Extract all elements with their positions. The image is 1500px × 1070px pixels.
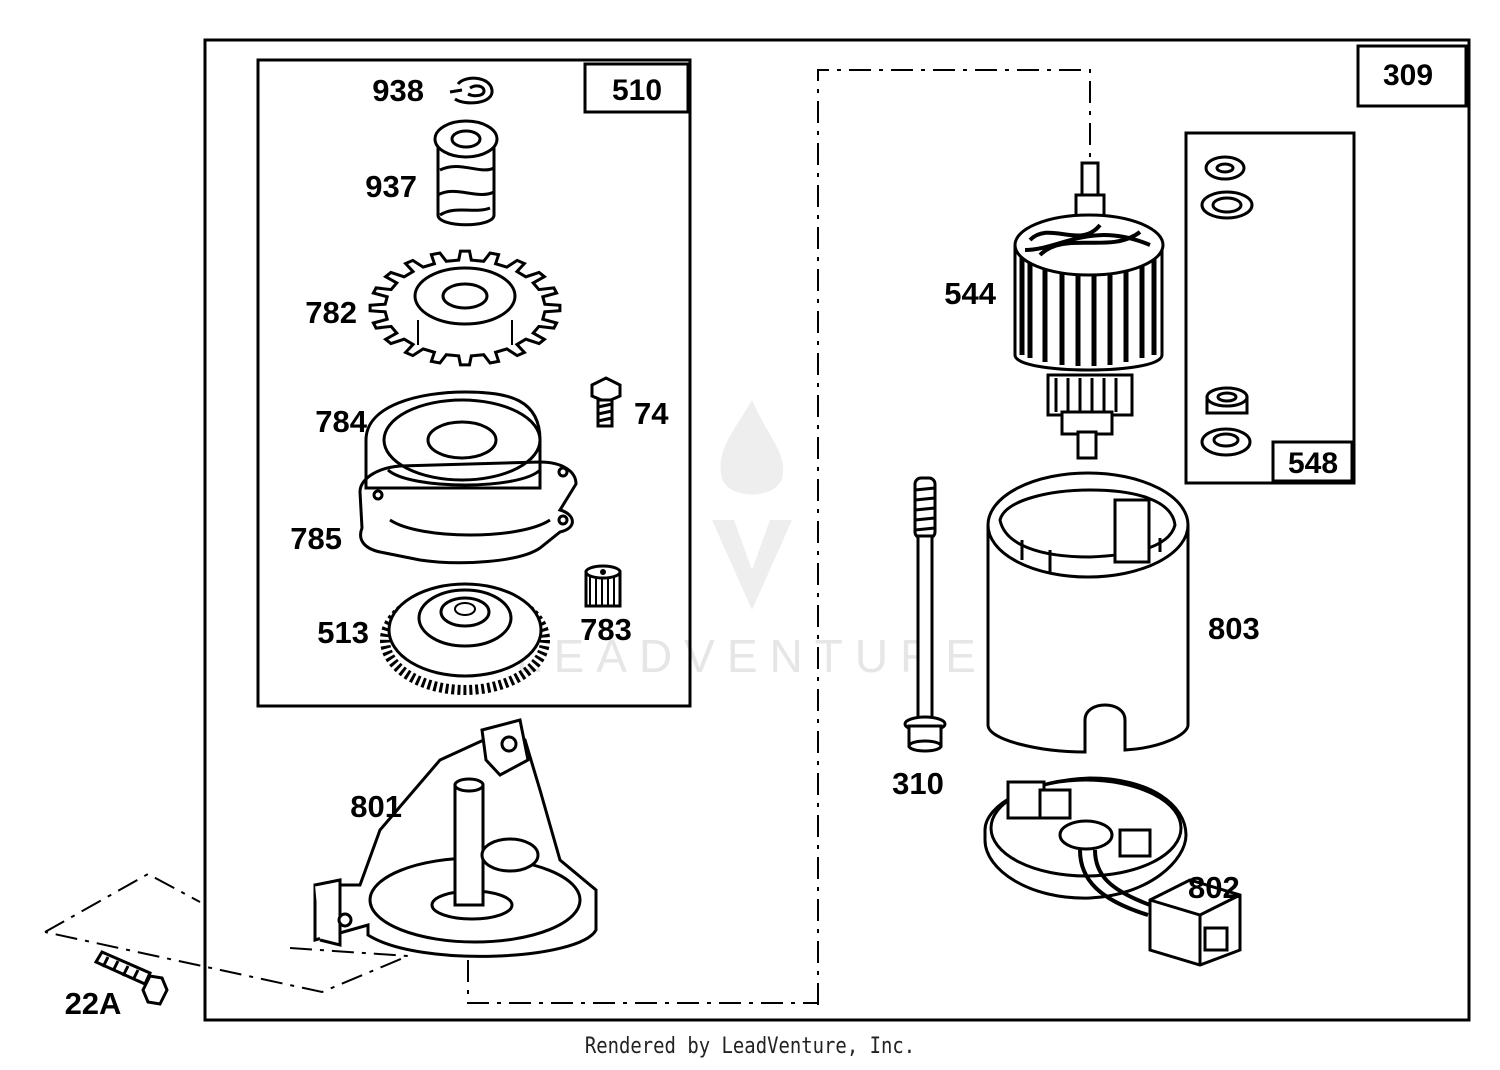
box-label-510: 510 bbox=[612, 74, 662, 107]
part-label-783: 783 bbox=[580, 612, 632, 647]
part-label-310: 310 bbox=[892, 766, 944, 801]
part-782-gear-icon bbox=[368, 249, 562, 367]
watermark-logo-icon bbox=[712, 520, 792, 610]
part-label-802: 802 bbox=[1188, 870, 1240, 905]
part-label-803: 803 bbox=[1208, 611, 1260, 646]
part-938-ring-icon bbox=[449, 76, 494, 105]
part-labels: 938 937 782 784 74 785 513 783 801 22A 5… bbox=[65, 73, 1260, 1021]
assembly-line-bottom bbox=[467, 960, 818, 1004]
assembly-line-right bbox=[817, 69, 1091, 1005]
part-801-end-cap-icon bbox=[313, 718, 598, 958]
washer-kit-frame bbox=[1184, 131, 1356, 485]
assembly-lines bbox=[44, 69, 1091, 1005]
footer-credit: Rendered by LeadVenture, Inc. bbox=[584, 1034, 916, 1059]
part-label-513: 513 bbox=[317, 615, 369, 650]
part-label-938: 938 bbox=[372, 73, 424, 108]
part-785-gasket-icon bbox=[358, 460, 578, 565]
part-label-74: 74 bbox=[634, 396, 669, 431]
assembly-frame bbox=[203, 38, 1471, 1022]
part-544-armature-icon bbox=[1013, 161, 1165, 460]
part-22a-bolt-icon bbox=[93, 950, 169, 1006]
gear-kit-frame bbox=[256, 58, 692, 708]
part-label-937: 937 bbox=[365, 169, 417, 204]
part-784-cap-icon bbox=[364, 390, 542, 490]
part-802-brush-plate-icon bbox=[983, 776, 1242, 967]
part-803-housing-icon bbox=[986, 471, 1190, 754]
assembly-line-bolt bbox=[44, 872, 409, 994]
part-937-helix-icon bbox=[433, 119, 499, 227]
part-label-782: 782 bbox=[305, 295, 357, 330]
part-783-pinion-icon bbox=[584, 564, 622, 608]
part-label-22a: 22A bbox=[65, 986, 122, 1021]
part-513-ring-gear-icon bbox=[380, 582, 550, 695]
part-74-screw-icon bbox=[590, 376, 622, 428]
watermark: LEADVENTURE bbox=[516, 400, 988, 682]
watermark-text: LEADVENTURE bbox=[516, 630, 988, 682]
part-label-784: 784 bbox=[315, 404, 367, 439]
part-label-801: 801 bbox=[350, 789, 402, 824]
part-310-through-bolt-icon bbox=[903, 476, 947, 753]
box-label-309: 309 bbox=[1383, 59, 1433, 92]
part-label-544: 544 bbox=[944, 276, 996, 311]
part-548-washers-icon bbox=[1200, 155, 1254, 457]
box-label-548: 548 bbox=[1288, 447, 1338, 480]
part-label-785: 785 bbox=[290, 521, 342, 556]
watermark-flame-icon bbox=[720, 400, 784, 495]
box-510-label-frame bbox=[583, 62, 690, 114]
box-309-label-frame bbox=[1356, 44, 1468, 108]
box-548-label-frame bbox=[1271, 440, 1354, 483]
